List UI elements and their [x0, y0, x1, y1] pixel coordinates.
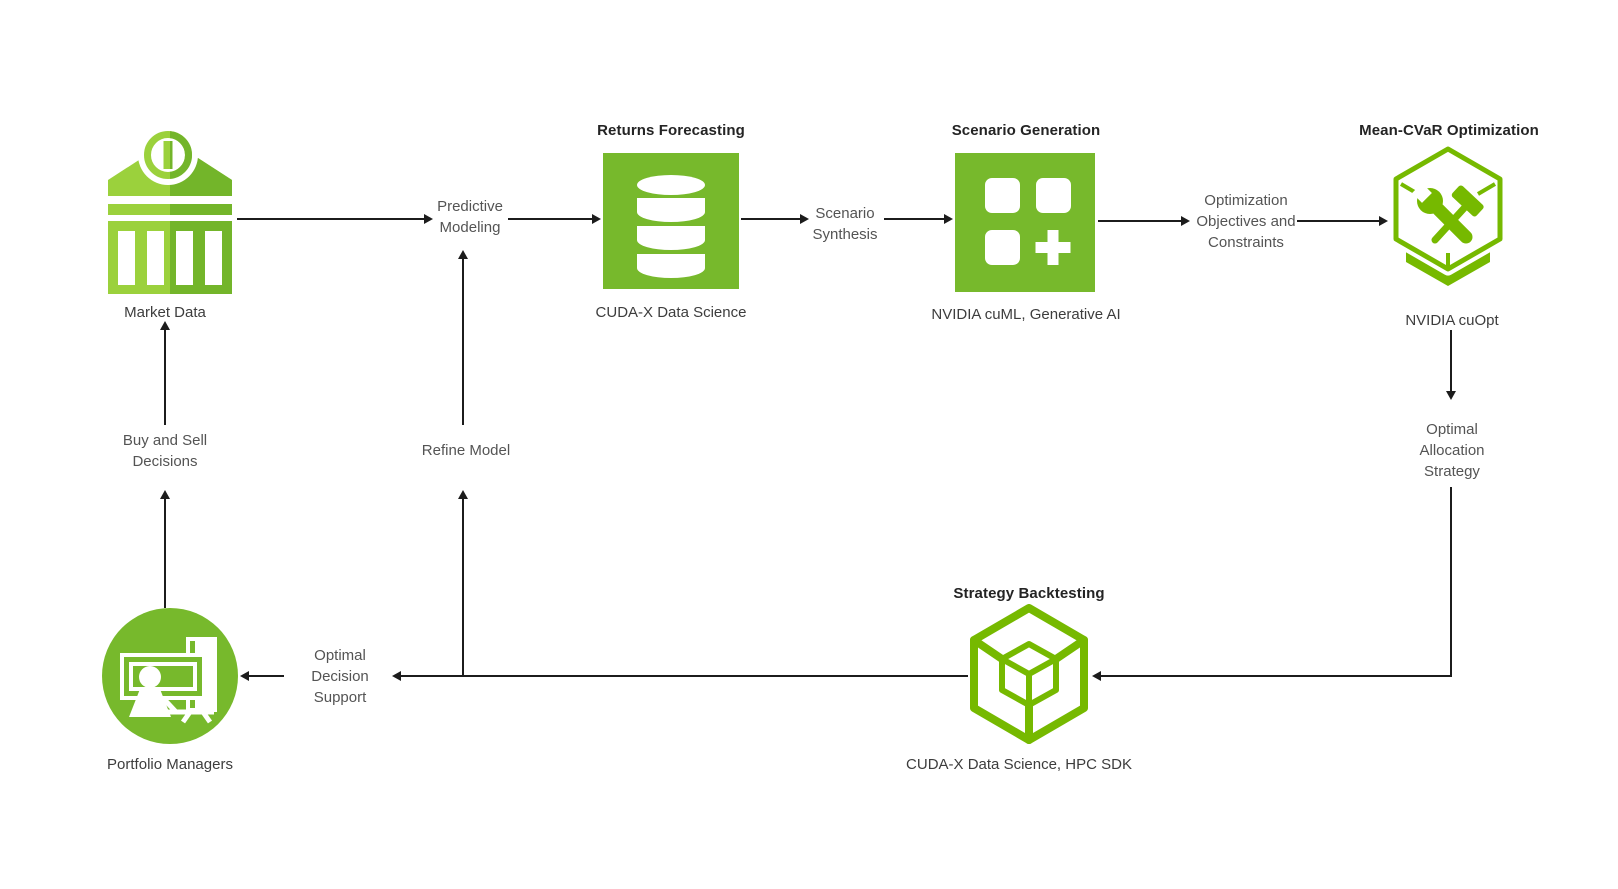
connector-line: [508, 218, 593, 220]
cuopt-caption: NVIDIA cuOpt: [1405, 312, 1499, 329]
arrowhead: [592, 214, 601, 224]
connector-line: [462, 498, 464, 677]
arrowhead: [1379, 216, 1388, 226]
arrowhead: [800, 214, 809, 224]
returns-forecasting-caption: CUDA-X Data Science: [595, 304, 747, 321]
connector-line: [248, 675, 284, 677]
connector-line: [400, 675, 968, 677]
returns-forecasting-title: Returns Forecasting: [597, 122, 745, 139]
connector-line: [1297, 220, 1380, 222]
scenario-generation-caption: NVIDIA cuML, Generative AI: [931, 306, 1121, 323]
connector-line: [1100, 675, 1452, 677]
edge-label-optimal-decision: Optimal Decision Support: [311, 647, 369, 706]
arrowhead: [458, 250, 468, 259]
mean-cvar-title: Mean-CVaR Optimization: [1359, 122, 1539, 139]
edge-label-optimal-allocation: Optimal Allocation Strategy: [1419, 421, 1485, 480]
connector-line: [741, 218, 801, 220]
bank-icon: [108, 128, 232, 294]
grid-plus-icon: [985, 178, 1071, 265]
scenario-generation-box: [955, 153, 1095, 292]
connector-line: [164, 498, 166, 608]
strategy-backtesting-title: Strategy Backtesting: [953, 585, 1105, 602]
strategy-backtesting-caption: CUDA-X Data Science, HPC SDK: [906, 756, 1132, 773]
market-data-label: Market Data: [124, 304, 206, 321]
connector-line: [884, 218, 945, 220]
arrowhead: [1446, 391, 1456, 400]
arrowhead: [392, 671, 401, 681]
cube-icon: [970, 604, 1088, 744]
connector-line: [237, 218, 425, 220]
arrowhead: [240, 671, 249, 681]
edge-label-scenario-synthesis: Scenario Synthesis: [812, 205, 878, 243]
scenario-generation-title: Scenario Generation: [951, 122, 1101, 139]
edge-label-refine-model: Refine Model: [421, 442, 511, 459]
presenter-icon: [102, 608, 238, 744]
arrowhead: [458, 490, 468, 499]
connector-line: [1450, 330, 1452, 392]
arrowhead: [944, 214, 953, 224]
arrowhead: [160, 321, 170, 330]
arrowhead: [424, 214, 433, 224]
edge-label-buy-sell: Buy and Sell Decisions: [122, 432, 208, 470]
connector-line: [1450, 487, 1452, 677]
arrowhead: [1092, 671, 1101, 681]
connector-line: [462, 258, 464, 425]
arrowhead: [160, 490, 170, 499]
connector-line: [164, 329, 166, 425]
edge-label-predictive-modeling: Predictive Modeling: [437, 198, 503, 236]
arrowhead: [1181, 216, 1190, 226]
edge-label-optimization-objectives: Optimization Objectives and Constraints: [1196, 192, 1296, 251]
portfolio-managers-label: Portfolio Managers: [107, 756, 233, 773]
database-icon: [637, 175, 705, 278]
hexagon-tools-icon: [1391, 145, 1505, 286]
returns-forecasting-box: [603, 153, 739, 289]
connector-line: [1098, 220, 1182, 222]
